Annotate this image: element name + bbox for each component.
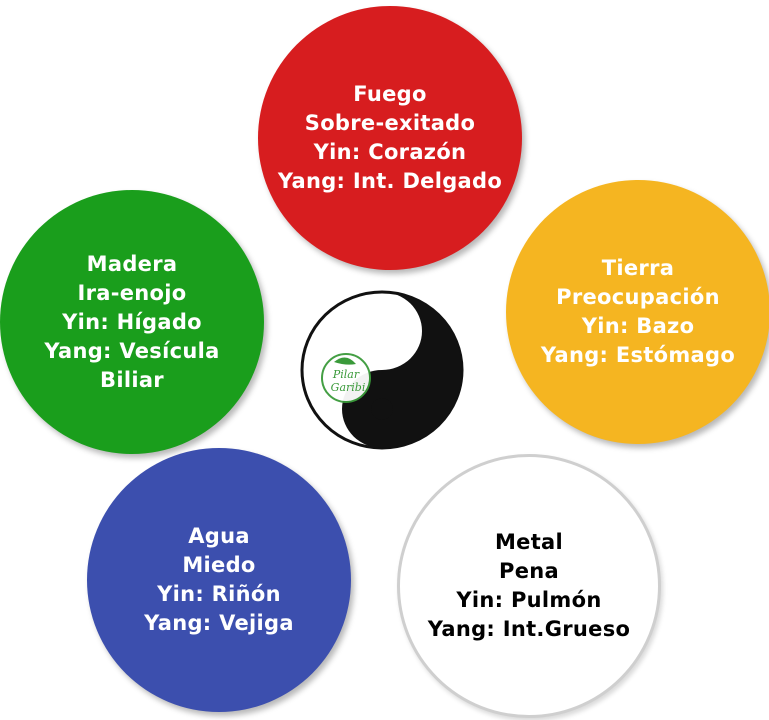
logo-badge: Pilar Garibi (321, 353, 371, 403)
tierra-title: Tierra (601, 256, 675, 280)
fuego-title: Fuego (353, 82, 427, 106)
madera-yang: Yang: Vesícula (44, 338, 220, 363)
fuego-circle: Fuego Sobre-exitado Yin: Corazón Yang: I… (258, 6, 522, 270)
metal-emotion: Pena (499, 559, 559, 583)
metal-circle: Metal Pena Yin: Pulmón Yang: Int.Grueso (397, 454, 661, 718)
agua-circle: Agua Miedo Yin: Riñón Yang: Vejiga (87, 448, 351, 712)
madera-circle: Madera Ira-enojo Yin: Hígado Yang: Vesíc… (0, 190, 264, 454)
agua-yang: Yang: Vejiga (144, 611, 294, 635)
madera-emotion: Ira-enojo (77, 280, 187, 305)
logo-text-1: Pilar (332, 368, 360, 381)
agua-title: Agua (188, 524, 250, 548)
agua-yin: Yin: Riñón (157, 582, 281, 606)
tierra-emotion: Preocupación (556, 285, 720, 309)
fuego-yin: Yin: Corazón (313, 140, 467, 164)
madera-title: Madera (86, 251, 178, 276)
logo-text-2: Garibi (331, 381, 366, 394)
tierra-circle: Tierra Preocupación Yin: Bazo Yang: Estó… (506, 180, 769, 444)
madera-yang-cont: Biliar (100, 367, 164, 392)
madera-yin: Yin: Hígado (62, 309, 202, 334)
metal-title: Metal (494, 530, 564, 554)
leaf-icon (334, 357, 356, 365)
yin-yang-icon: Pilar Garibi (298, 288, 466, 452)
tierra-yin: Yin: Bazo (581, 314, 695, 338)
metal-yang: Yang: Int.Grueso (427, 617, 631, 641)
fuego-emotion: Sobre-exitado (304, 111, 476, 135)
fuego-yang: Yang: Int. Delgado (277, 169, 503, 193)
agua-emotion: Miedo (182, 553, 256, 577)
tierra-yang: Yang: Estómago (540, 343, 736, 367)
metal-yin: Yin: Pulmón (456, 588, 602, 612)
